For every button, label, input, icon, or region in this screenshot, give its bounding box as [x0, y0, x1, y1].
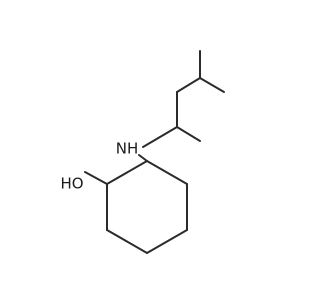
nitrogen-label: NH: [116, 140, 139, 158]
bond-chain-methyl: [176, 126, 201, 142]
hydroxyl-label: HO: [60, 175, 83, 193]
bond-ring-3: [146, 229, 188, 254]
bond-chain-2: [176, 77, 201, 93]
bond-c-o: [84, 171, 108, 185]
bond-ring-6: [106, 160, 148, 185]
bond-ring-1: [146, 160, 188, 185]
bond-ring-4: [106, 229, 148, 254]
bond-chain-4: [199, 77, 225, 93]
bond-n-chain: [142, 126, 178, 148]
molecule-structure: NH HO: [60, 50, 225, 254]
bond-ring-n: [138, 154, 148, 162]
